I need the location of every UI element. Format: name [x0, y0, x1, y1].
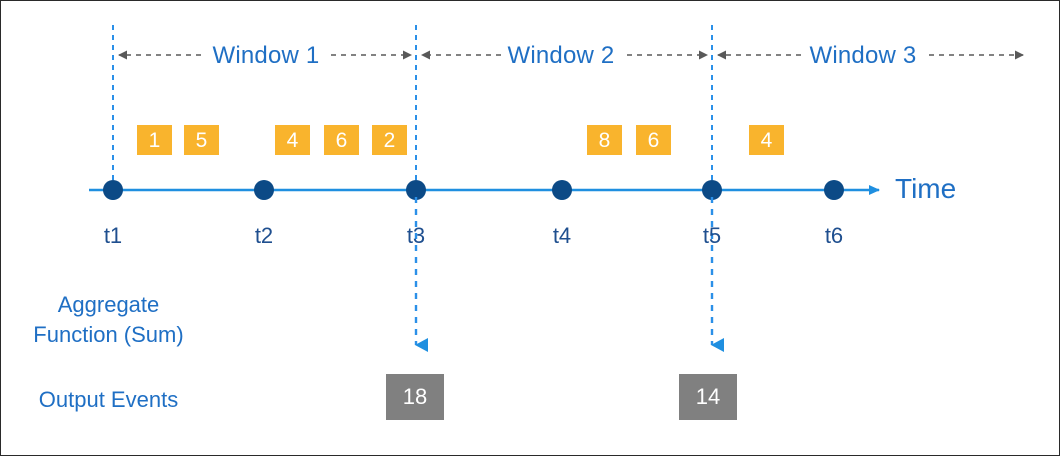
event-box[interactable]: 4 [275, 125, 310, 155]
event-box[interactable]: 8 [587, 125, 622, 155]
event-box[interactable]: 6 [324, 125, 359, 155]
output-event-box[interactable]: 14 [679, 374, 737, 420]
timeline-axis [89, 180, 880, 200]
event-box[interactable]: 5 [184, 125, 219, 155]
event-box[interactable]: 2 [372, 125, 407, 155]
time-tick-label-t1: t1 [103, 223, 123, 248]
aggregate-function-label: Aggregate Function (Sum) [33, 292, 184, 347]
timeline-dot-t4 [552, 180, 572, 200]
output-event-box[interactable]: 18 [386, 374, 444, 420]
output-drop-arrows [414, 197, 724, 352]
window-label-3: Window 3 [809, 42, 917, 69]
timeline-dot-t3 [406, 180, 426, 200]
time-tick-label-t6: t6 [824, 223, 844, 248]
event-box[interactable]: 1 [137, 125, 172, 155]
time-tick-label-t3: t3 [406, 223, 426, 248]
event-box[interactable]: 6 [636, 125, 671, 155]
timeline-dot-t5 [702, 180, 722, 200]
timeline-dot-t6 [824, 180, 844, 200]
timeline-dot-t1 [103, 180, 123, 200]
time-tick-label-t2: t2 [254, 223, 274, 248]
event-box[interactable]: 4 [749, 125, 784, 155]
time-axis-label: Time [895, 173, 957, 204]
time-tick-label-t5: t5 [702, 223, 722, 248]
output-events-label: Output Events [38, 387, 179, 412]
timeline-dot-t2 [254, 180, 274, 200]
window-label-1: Window 1 [212, 42, 320, 69]
window-label-2: Window 2 [507, 42, 615, 69]
time-tick-label-t4: t4 [552, 223, 572, 248]
